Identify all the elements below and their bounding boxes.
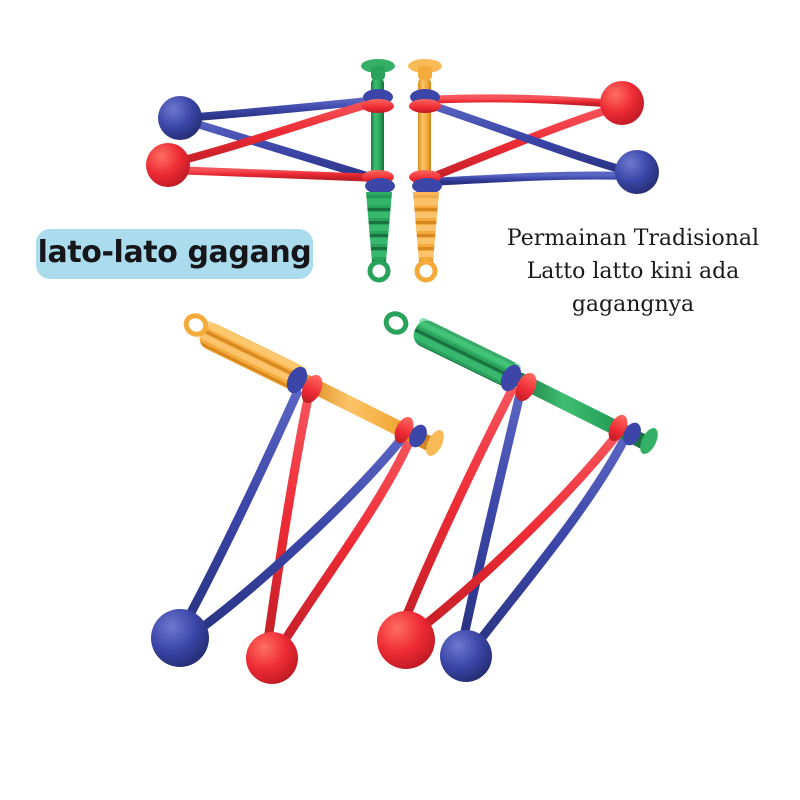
caption-line-3: gagangnya [571, 292, 695, 317]
toy-bottom-right-ball-blue [440, 630, 492, 682]
toy-bottom-right-upper-collar [515, 372, 537, 402]
toy-top-left [146, 59, 395, 283]
toy-top-left-loop [367, 259, 391, 283]
toy-bottom-left [151, 313, 444, 684]
toy-bottom-left-grip [199, 320, 307, 389]
toy-top-left-ball-red [146, 143, 190, 187]
caption-line-2: Latto latto kini ada [526, 259, 740, 284]
toy-bottom-right-lower-knob [623, 422, 641, 446]
toy-bottom-right-upper-knob [500, 364, 522, 392]
toy-top-left-cords [168, 96, 384, 184]
product-name-badge-label: lato-lato gagang [37, 235, 312, 270]
toy-bottom-left-end-cap [426, 430, 444, 456]
toy-top-right-grip [413, 192, 439, 262]
toy-top-right-loop [414, 259, 438, 283]
toy-bottom-left-loop [183, 313, 209, 337]
toy-bottom-right-grip [413, 317, 521, 386]
toy-bottom-right-end-cap [640, 428, 658, 454]
toy-top-right [408, 59, 659, 283]
toy-bottom-left-ball-blue [151, 609, 209, 667]
toy-top-right-cords [424, 94, 634, 186]
toy-bottom-left-upper-knob [286, 366, 308, 394]
toy-top-left-ball-blue [158, 96, 202, 140]
product-caption: Permainan Tradisional Latto latto kini a… [488, 222, 778, 321]
toy-top-left-grip [366, 192, 392, 262]
toy-top-left-lower-knob [365, 178, 395, 194]
toy-bottom-left-lower-collar [394, 416, 414, 444]
product-name-badge: lato-lato gagang [36, 229, 313, 279]
caption-line-1: Permainan Tradisional [506, 226, 760, 251]
toy-bottom-right-cords [399, 385, 629, 653]
toy-bottom-right-loop [383, 311, 409, 335]
toy-top-right-ball-red [600, 81, 644, 125]
toy-top-right-lower-knob [412, 178, 442, 194]
toy-bottom-right-lower-collar [608, 414, 628, 442]
toy-top-right-upper-collar [409, 99, 441, 113]
toy-bottom-left-ball-red [246, 632, 298, 684]
toy-bottom-left-upper-collar [301, 374, 323, 404]
toy-bottom-right [377, 311, 658, 682]
toy-bottom-left-lower-knob [409, 424, 427, 448]
toy-top-right-ball-blue [615, 150, 659, 194]
toy-bottom-right-ball-red [377, 611, 435, 669]
toy-bottom-left-cords [181, 388, 415, 653]
toy-top-left-upper-collar [362, 99, 394, 113]
